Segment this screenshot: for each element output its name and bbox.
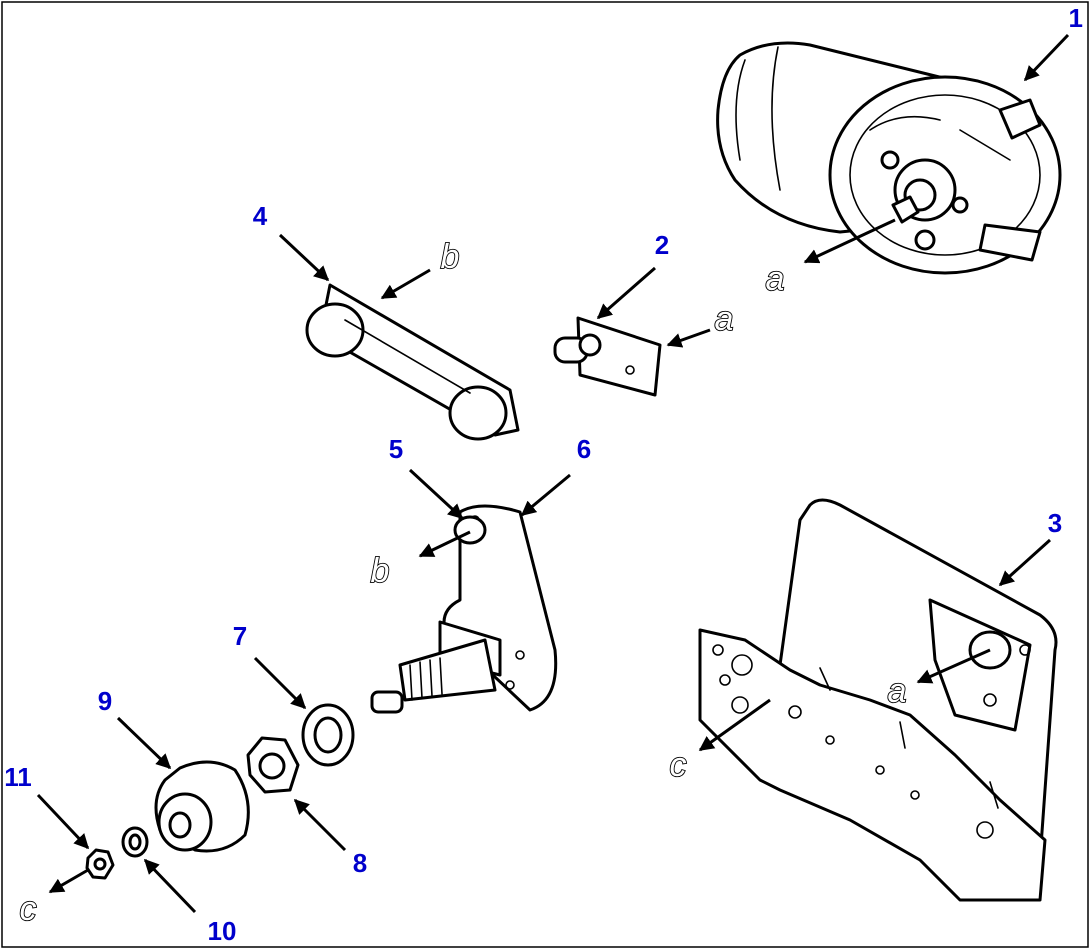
callout-1: 1	[1069, 3, 1083, 33]
callout-7: 7	[233, 621, 247, 651]
connector-c-bracket: c	[670, 746, 687, 784]
part-1-wiper-motor	[716, 41, 1062, 275]
connector-b-link: b	[441, 238, 460, 276]
connector-a-motor: a	[766, 260, 785, 298]
connector-a-bracket: a	[888, 672, 907, 710]
callout-8: 8	[353, 848, 367, 878]
part-9-cap	[154, 760, 250, 853]
part-11-small-nut	[85, 848, 115, 880]
part-4-link-rod	[305, 283, 520, 441]
connector-letters: a a a b b c c	[19, 237, 908, 929]
part-7-washer	[301, 703, 355, 767]
callout-11: 11	[4, 762, 32, 792]
callout-10: 10	[208, 916, 237, 946]
leader-lines	[36, 33, 1070, 914]
callout-5: 5	[389, 434, 403, 464]
callout-3: 3	[1048, 508, 1062, 538]
callout-4: 4	[253, 201, 268, 231]
callout-numbers: 1 2 3 4 5 6 7 8 9 10 11	[4, 3, 1083, 946]
callout-2: 2	[655, 230, 669, 260]
part-10-lock-washer	[121, 826, 149, 858]
part-8-nut	[246, 736, 300, 794]
connector-c-nut: c	[20, 890, 37, 928]
part-6-pivot-arm	[370, 504, 558, 714]
connector-a-crank: a	[715, 300, 734, 338]
callout-9: 9	[98, 686, 112, 716]
part-2-crank-arm	[553, 316, 662, 397]
connector-b-pin: b	[371, 552, 390, 590]
callout-6: 6	[577, 434, 591, 464]
part-3-bracket	[698, 498, 1058, 902]
part-5-pin	[453, 515, 487, 545]
